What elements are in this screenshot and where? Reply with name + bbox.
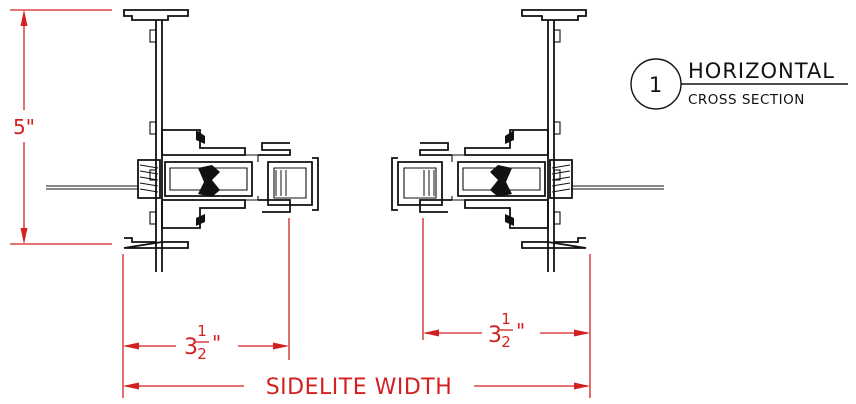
right-depth-numerator: 1	[501, 310, 511, 328]
left-depth-unit: "	[212, 331, 221, 355]
sidelite-width-dimension: SIDELITE WIDTH	[123, 375, 590, 400]
left-depth-denominator: 2	[197, 345, 207, 363]
right-depth-dimension: 3 1 2 "	[422, 218, 591, 398]
left-depth-numerator: 1	[197, 322, 207, 340]
right-depth-unit: "	[516, 319, 525, 343]
left-depth-dimension: 3 1 2 "	[122, 218, 290, 398]
height-dimension: 5"	[10, 9, 112, 245]
right-depth-whole: 3	[488, 323, 503, 348]
sidelite-width-label: SIDELITE WIDTH	[266, 375, 453, 400]
callout-title: HORIZONTAL	[688, 59, 835, 83]
left-frame-profile	[46, 9, 319, 272]
height-dimension-label: 5"	[13, 115, 35, 139]
callout-subtitle: CROSS SECTION	[688, 92, 805, 108]
right-depth-denominator: 2	[501, 333, 511, 351]
right-frame-profile	[391, 9, 664, 272]
section-callout: 1 HORIZONTAL CROSS SECTION	[630, 58, 848, 110]
left-depth-whole: 3	[184, 335, 199, 360]
callout-number: 1	[649, 73, 663, 97]
